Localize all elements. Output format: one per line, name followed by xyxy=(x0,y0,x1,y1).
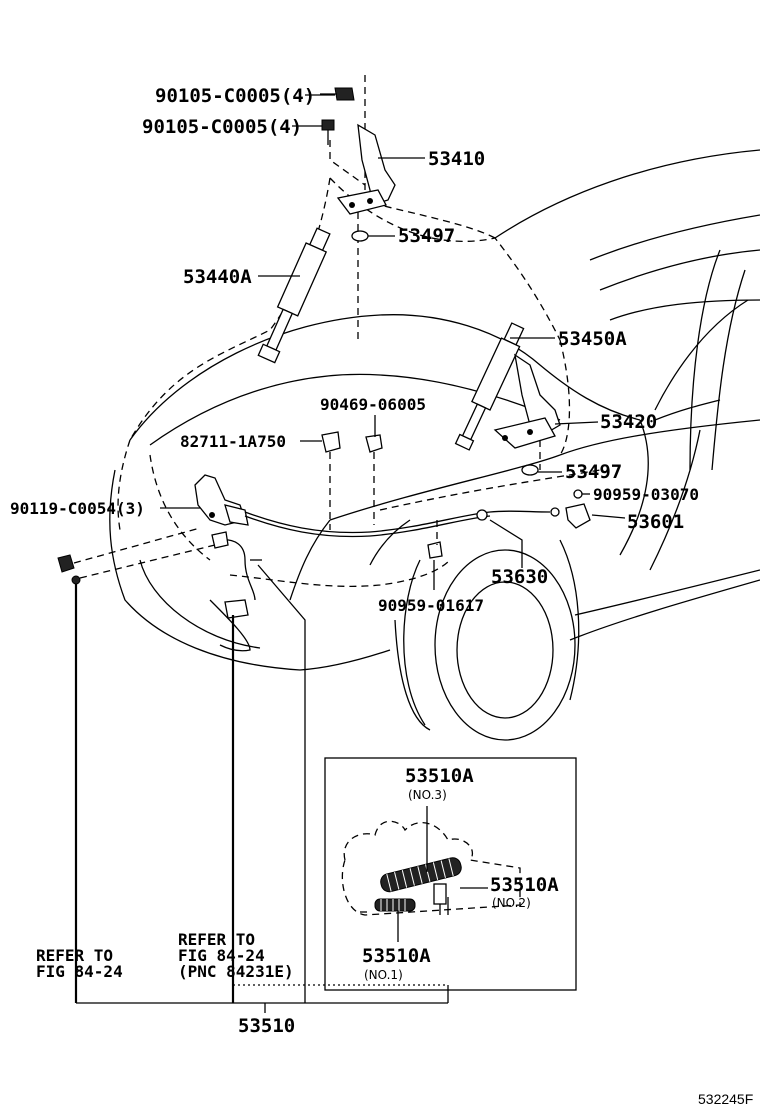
figure-code: 532245F xyxy=(698,1091,753,1107)
washer-icon xyxy=(351,230,369,242)
label-cushion-no2-sub: (NO.2) xyxy=(492,896,531,910)
cushion-no2-icon xyxy=(433,883,447,915)
leader-lines xyxy=(160,94,749,590)
label-cushion-no2: 53510A xyxy=(490,874,559,896)
clip-icon xyxy=(365,434,383,525)
label-washer-top: 53497 xyxy=(398,225,455,247)
label-bolt-a: 90105-C0005(4) xyxy=(155,85,315,107)
hinge-right-icon xyxy=(493,353,561,476)
cushion-no3-icon xyxy=(380,857,462,893)
label-hinge-right: 53420 xyxy=(600,411,657,433)
label-refer-b-line1: REFER TO xyxy=(178,930,255,949)
hinge-assembly xyxy=(320,75,396,340)
label-clamp-a: 90959-03070 xyxy=(593,485,699,504)
label-cable: 53630 xyxy=(491,566,548,588)
bolt-icon xyxy=(321,119,335,145)
label-damper-right: 53450A xyxy=(558,328,627,350)
label-bolt-b: 90105-C0005(4) xyxy=(142,116,302,138)
label-cushion-no3: 53510A xyxy=(405,765,474,787)
screw-icon xyxy=(57,527,201,573)
inset-box xyxy=(324,757,577,991)
hood-lock-icon xyxy=(194,474,249,526)
label-cushion-no1-sub: (NO.1) xyxy=(364,968,403,982)
label-damper-left: 53440A xyxy=(183,266,252,288)
label-screw: 90119-C0054(3) xyxy=(10,499,145,518)
clamp-icon xyxy=(427,520,443,559)
damper-left-icon xyxy=(257,227,331,364)
label-bracket: 53601 xyxy=(627,511,684,533)
damper-right-icon xyxy=(454,322,525,451)
label-hinge: 53410 xyxy=(428,148,485,170)
label-washer-bottom: 53497 xyxy=(565,461,622,483)
label-refer-a-line2: FIG 84-24 xyxy=(36,962,123,981)
clamp-icon xyxy=(573,489,583,499)
label-assembly: 53510 xyxy=(238,1015,295,1037)
label-clip-a: 90469-06005 xyxy=(320,395,426,414)
label-refer-b-line2: FIG 84-24 xyxy=(178,946,265,965)
label-sensor: 82711-1A750 xyxy=(180,432,286,451)
sensor-icon xyxy=(321,431,341,530)
callout-lines xyxy=(74,564,449,1013)
label-cushion-no1: 53510A xyxy=(362,945,431,967)
label-refer-b-line3: (PNC 84231E) xyxy=(178,962,294,981)
bracket-icon xyxy=(565,503,591,529)
washer-icon xyxy=(521,464,539,476)
label-cushion-no3-sub: (NO.3) xyxy=(408,788,447,802)
label-clamp-b: 90959-01617 xyxy=(378,596,484,615)
release-cable xyxy=(244,510,551,534)
screw-icon xyxy=(71,544,216,585)
cushion-no1-icon xyxy=(374,898,416,912)
label-refer-a-line1: REFER TO xyxy=(36,946,113,965)
bolt-icon xyxy=(320,87,355,101)
